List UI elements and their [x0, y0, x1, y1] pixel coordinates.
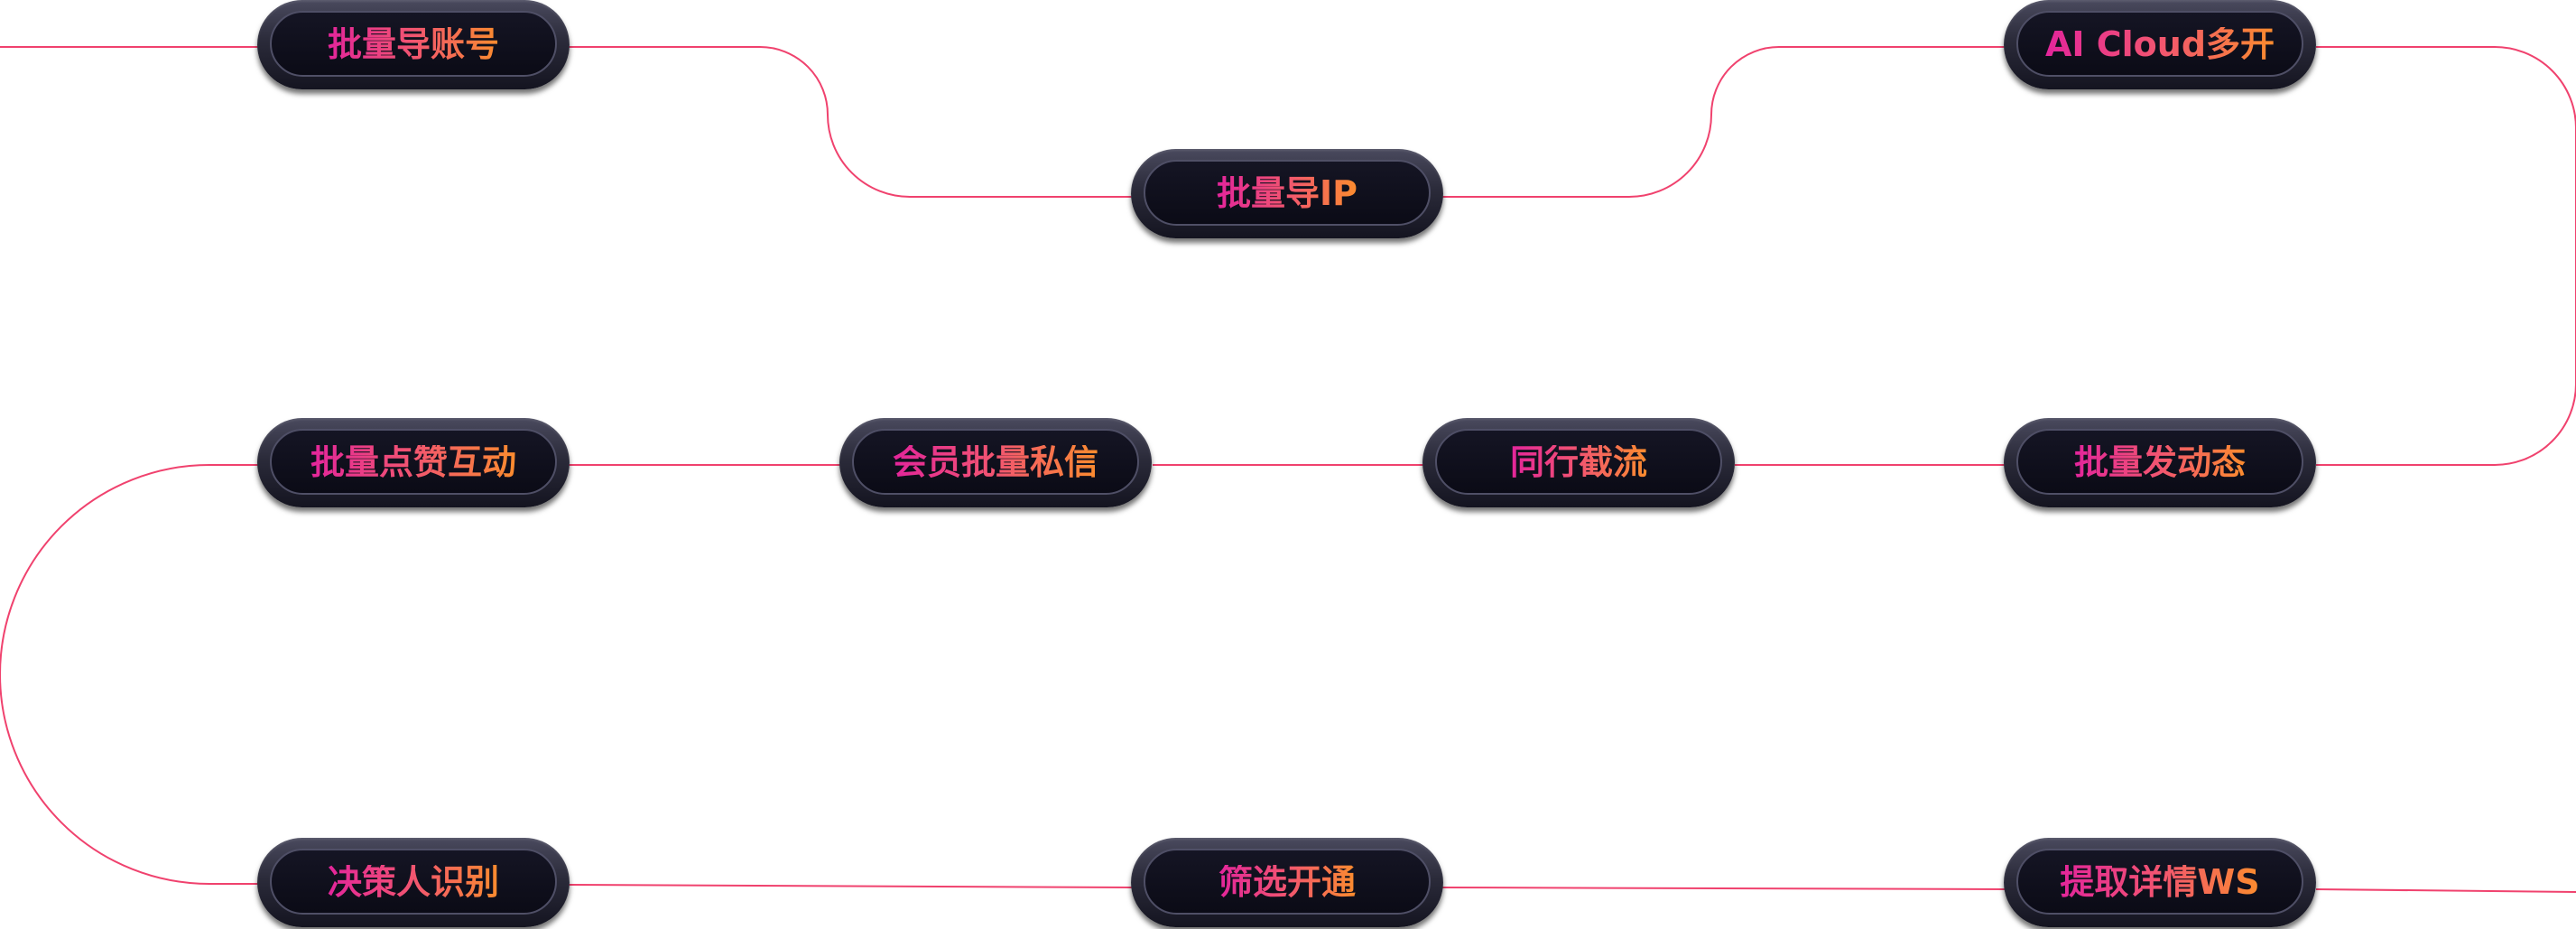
step-import-ip-label: 批量导IP [1217, 172, 1357, 213]
step-batch-post-inner: 批量发动态 [2016, 429, 2303, 495]
step-decision-maker-inner: 决策人识别 [270, 849, 557, 915]
connector-batch-like-to-decision-maker [0, 464, 262, 885]
connector-decision-maker-to-filter-open [568, 884, 1135, 888]
step-extract-ws-label: 提取详情WS [2060, 861, 2260, 902]
step-import-ip[interactable]: 批量导IP [1131, 149, 1443, 238]
step-filter-open[interactable]: 筛选开通 [1131, 838, 1443, 927]
connector-exit [2315, 888, 2576, 893]
step-extract-ws[interactable]: 提取详情WS [2004, 838, 2316, 927]
step-batch-like-label: 批量点赞互动 [310, 441, 516, 482]
step-ai-cloud-multi-inner: AI Cloud多开 [2016, 11, 2303, 77]
connector-import-accounts-to-import-ip [569, 46, 1134, 198]
step-peer-intercept-inner: 同行截流 [1435, 429, 1722, 495]
connector-filter-open-to-extract-ws [1441, 887, 2009, 890]
step-member-dm-label: 会员批量私信 [892, 441, 1098, 482]
step-import-ip-inner: 批量导IP [1144, 160, 1431, 226]
connector-import-ip-to-ai-cloud [1442, 46, 2008, 198]
step-import-accounts-inner: 批量导账号 [270, 11, 557, 77]
step-batch-post-label: 批量发动态 [2073, 441, 2246, 482]
step-batch-like-inner: 批量点赞互动 [270, 429, 557, 495]
step-ai-cloud-multi[interactable]: AI Cloud多开 [2004, 0, 2316, 89]
step-filter-open-inner: 筛选开通 [1144, 849, 1431, 915]
step-import-accounts[interactable]: 批量导账号 [257, 0, 570, 89]
connector-ai-cloud-to-batch-post [2316, 46, 2576, 466]
step-decision-maker-label: 决策人识别 [327, 861, 499, 902]
step-member-dm-inner: 会员批量私信 [852, 429, 1139, 495]
step-extract-ws-inner: 提取详情WS [2016, 849, 2303, 915]
step-member-dm[interactable]: 会员批量私信 [839, 418, 1152, 507]
step-ai-cloud-multi-label: AI Cloud多开 [2044, 23, 2275, 64]
step-import-accounts-label: 批量导账号 [327, 23, 499, 64]
step-peer-intercept-label: 同行截流 [1509, 441, 1647, 482]
step-decision-maker[interactable]: 决策人识别 [257, 838, 570, 927]
step-filter-open-label: 筛选开通 [1218, 861, 1356, 902]
step-batch-post[interactable]: 批量发动态 [2004, 418, 2316, 507]
step-batch-like[interactable]: 批量点赞互动 [257, 418, 570, 507]
step-peer-intercept[interactable]: 同行截流 [1422, 418, 1735, 507]
